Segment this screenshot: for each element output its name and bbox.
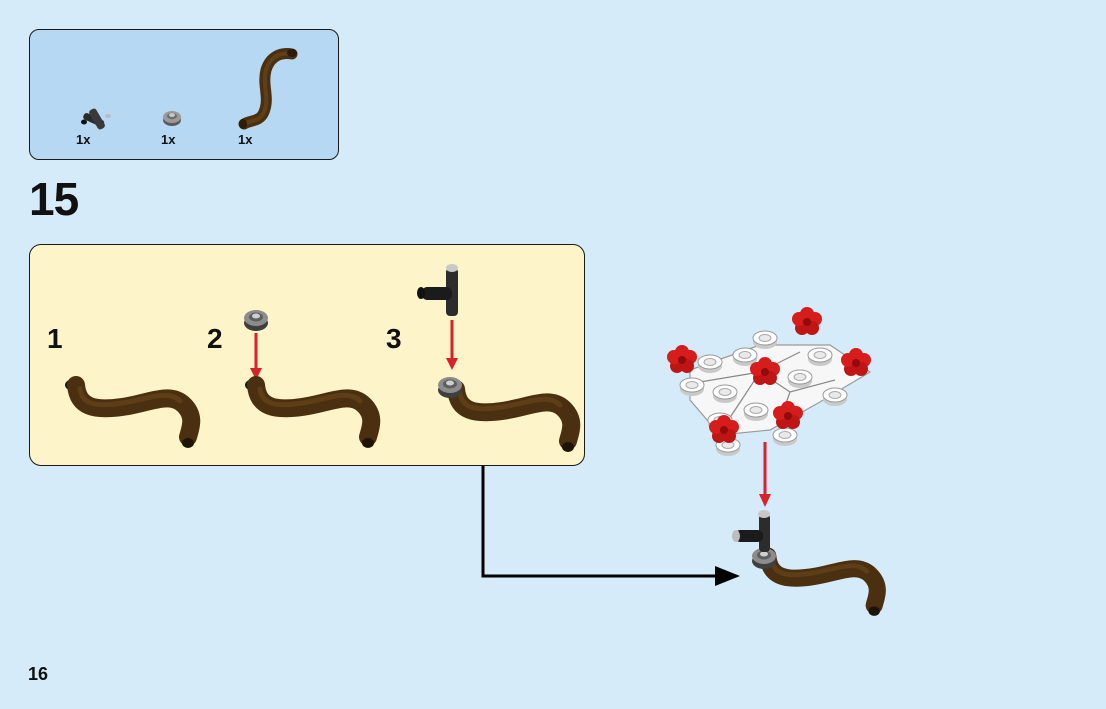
sub-assembly-box: 1 2 3 — [29, 244, 585, 466]
sub-step-2-branch — [245, 379, 374, 448]
connector-line — [481, 466, 720, 578]
step-number: 15 — [29, 173, 79, 225]
t-bar-part-icon — [81, 108, 111, 130]
connector-arrowhead — [715, 566, 740, 586]
page-number: 16 — [28, 664, 49, 684]
sub-step-number: 1 — [47, 323, 63, 354]
part-quantity: 1x — [238, 132, 253, 147]
flower-canopy — [667, 307, 872, 457]
sub-step-number: 2 — [207, 323, 223, 354]
parts-list-box: 1x 1x 1x — [29, 29, 339, 160]
round-plate-part-icon — [163, 111, 181, 126]
sub-step-3-t-bar — [417, 264, 458, 316]
sub-step-2-plate — [244, 310, 268, 331]
main-branch-assembly — [732, 510, 880, 616]
brown-branch-part-icon — [238, 48, 298, 130]
sub-step-1-branch — [65, 379, 194, 448]
part-quantity: 1x — [161, 132, 176, 147]
sub-step-number: 3 — [386, 323, 402, 354]
sub-step-3-plate-on-branch — [438, 377, 574, 452]
part-quantity: 1x — [76, 132, 91, 147]
